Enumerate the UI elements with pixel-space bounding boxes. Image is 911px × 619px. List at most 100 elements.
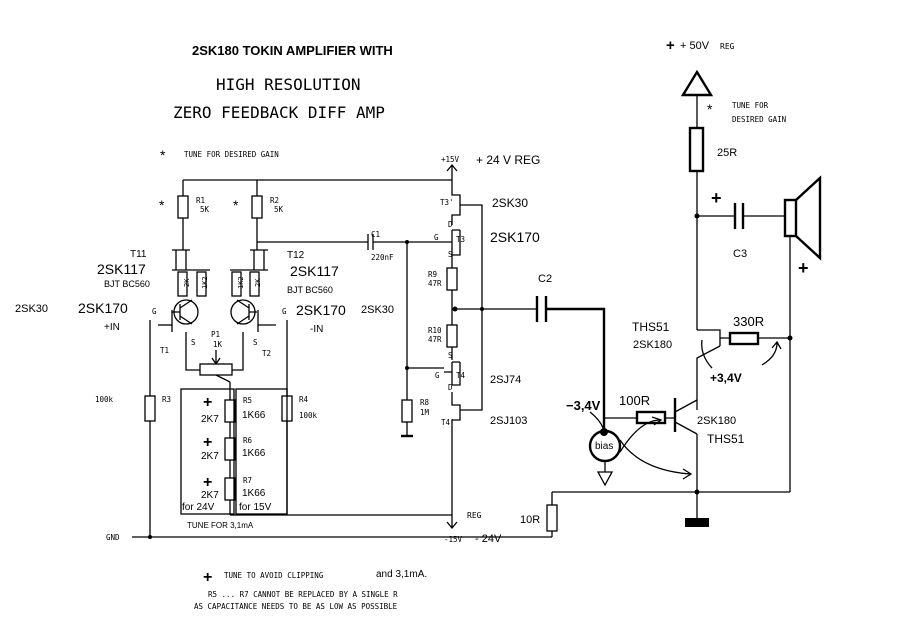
tune-clipping-note: TUNE TO AVOID CLIPPING bbox=[224, 571, 324, 580]
t4-type: 2SJ74 bbox=[490, 374, 521, 386]
c3-label: C3 bbox=[733, 248, 747, 260]
r6-name: R6 bbox=[243, 436, 253, 445]
t12-type: 2SK117 bbox=[290, 263, 339, 279]
t3p-label: T3' bbox=[440, 198, 454, 207]
t11-type: 2SK117 bbox=[97, 261, 146, 277]
r-2k-left-label: 2K bbox=[183, 278, 191, 287]
r10r-label: 10R bbox=[520, 514, 540, 526]
bias-arrow-lower bbox=[619, 439, 693, 480]
t12-bjt: BJT BC560 bbox=[287, 285, 333, 295]
r-2k-left bbox=[177, 271, 188, 297]
r5-name: R5 bbox=[243, 396, 252, 405]
speaker-cone bbox=[795, 175, 822, 261]
tune-gain-note-left: TUNE FOR DESIRED GAIN bbox=[184, 150, 279, 159]
r330-resistor bbox=[728, 331, 760, 346]
plus-mark-2: + bbox=[203, 434, 212, 451]
r9-resistor bbox=[446, 267, 458, 291]
r-2k-right bbox=[249, 271, 260, 297]
r10-name: R10 bbox=[428, 326, 442, 335]
title-line-3: ZERO FEEDBACK DIFF AMP bbox=[173, 103, 385, 122]
r10-resistor bbox=[446, 324, 458, 348]
rail-plus24-reg: + 24 V REG bbox=[476, 153, 540, 167]
speaker-plus: + bbox=[798, 258, 809, 278]
c1-value: 220nF bbox=[371, 253, 394, 262]
bias-label: bias bbox=[595, 441, 613, 452]
plus-in-label: +IN bbox=[104, 322, 120, 333]
star-r2: * bbox=[233, 197, 239, 213]
t4-source-label: S bbox=[448, 351, 453, 360]
tune-3ma-label: TUNE FOR 3,1mA bbox=[187, 521, 254, 530]
r10r-resistor bbox=[546, 504, 558, 532]
rail-50v-reg: REG bbox=[720, 42, 735, 51]
r6-value: 1K66 bbox=[242, 448, 266, 459]
footnote-line-1: R5 ... R7 CANNOT BE REPLACED BY A SINGLE… bbox=[208, 590, 398, 599]
minus-in-label: -IN bbox=[310, 324, 323, 335]
t3-type: 2SK170 bbox=[490, 229, 540, 245]
r-1k2-left bbox=[196, 271, 207, 297]
t1-gate-label: G bbox=[152, 307, 157, 316]
t1-type-left: 2SK30 bbox=[15, 303, 48, 315]
for-24v: for 24V bbox=[182, 502, 215, 513]
p1-name: P1 bbox=[211, 330, 220, 339]
t1-type-hand: 2SK170 bbox=[78, 300, 128, 316]
title-line-2: HIGH RESOLUTION bbox=[216, 75, 361, 94]
r1-value: 5K bbox=[200, 205, 210, 214]
t2-type-right: 2SK30 bbox=[361, 304, 394, 316]
r330-label: 330R bbox=[733, 314, 764, 329]
r8-name: R8 bbox=[420, 398, 430, 407]
r2k7-c: 2K7 bbox=[201, 490, 219, 501]
r2-name: R2 bbox=[270, 196, 279, 205]
r2-resistor bbox=[251, 195, 263, 219]
footnote-line-2: AS CAPACITANCE NEEDS TO BE AS LOW AS POS… bbox=[194, 602, 398, 611]
t4p-type: 2SJ103 bbox=[490, 415, 527, 427]
r3-resistor bbox=[144, 395, 156, 422]
r-2k-right-label: 2K bbox=[254, 278, 262, 287]
star-note-left: * bbox=[160, 147, 166, 163]
r7-value: 1K66 bbox=[242, 488, 266, 499]
rail-minus15: -15V bbox=[444, 535, 463, 544]
plus-mark-1: + bbox=[203, 394, 212, 411]
title-line-1: 2SK180 TOKIN AMPLIFIER WITH bbox=[192, 43, 393, 58]
t2-source-label: S bbox=[253, 338, 258, 347]
v-neg-arrow bbox=[589, 411, 604, 429]
plus15-arrow bbox=[446, 163, 458, 180]
r3-value: 100k bbox=[95, 395, 114, 404]
rail-50v-plus: + bbox=[666, 37, 675, 54]
rail-50v: + 50V bbox=[680, 40, 710, 52]
r7-name: R7 bbox=[243, 476, 252, 485]
r2k7-a: 2K7 bbox=[201, 414, 219, 425]
ths51-top: THS51 bbox=[632, 320, 670, 334]
plus-mark-3: + bbox=[203, 474, 212, 491]
t4-label: T4 bbox=[456, 371, 466, 380]
rail-reg-label: REG bbox=[467, 511, 482, 520]
bias-ground bbox=[596, 471, 614, 487]
p1-potentiometer bbox=[199, 363, 233, 376]
t3-label: T3 bbox=[456, 235, 465, 244]
bias-arrow-upper bbox=[619, 416, 663, 453]
t3-gate-label: G bbox=[434, 233, 439, 242]
r2-value: 5K bbox=[274, 205, 284, 214]
v-pos-arrow-left bbox=[701, 339, 713, 369]
r25-resistor bbox=[688, 126, 705, 173]
r-1k2-right-label: 1K2 bbox=[237, 276, 245, 289]
t11-label: T11 bbox=[130, 249, 147, 260]
r1-name: R1 bbox=[196, 196, 205, 205]
sk180-top: 2SK180 bbox=[633, 339, 672, 351]
star-r1: * bbox=[159, 197, 165, 213]
sk180-bottom: 2SK180 bbox=[697, 415, 736, 427]
t4-gate-label: G bbox=[435, 371, 440, 380]
rail-minus24: - 24V bbox=[475, 533, 502, 545]
r25-label: 25R bbox=[717, 147, 737, 159]
t2-gate-label: G bbox=[282, 307, 287, 316]
r8-value: 1M bbox=[420, 408, 430, 417]
ths51-bottom: THS51 bbox=[707, 432, 745, 446]
rail-plus15: +15V bbox=[441, 155, 460, 164]
for-15v: for 15V bbox=[239, 502, 272, 513]
r1-resistor bbox=[177, 195, 189, 219]
tune-gain-note-right-2: DESIRED GAIN bbox=[732, 115, 786, 124]
star-note-right: * bbox=[707, 101, 713, 117]
c1-name: C1 bbox=[371, 230, 380, 239]
v-pos-arrow-right bbox=[761, 340, 782, 366]
c3-plus: + bbox=[711, 188, 722, 208]
